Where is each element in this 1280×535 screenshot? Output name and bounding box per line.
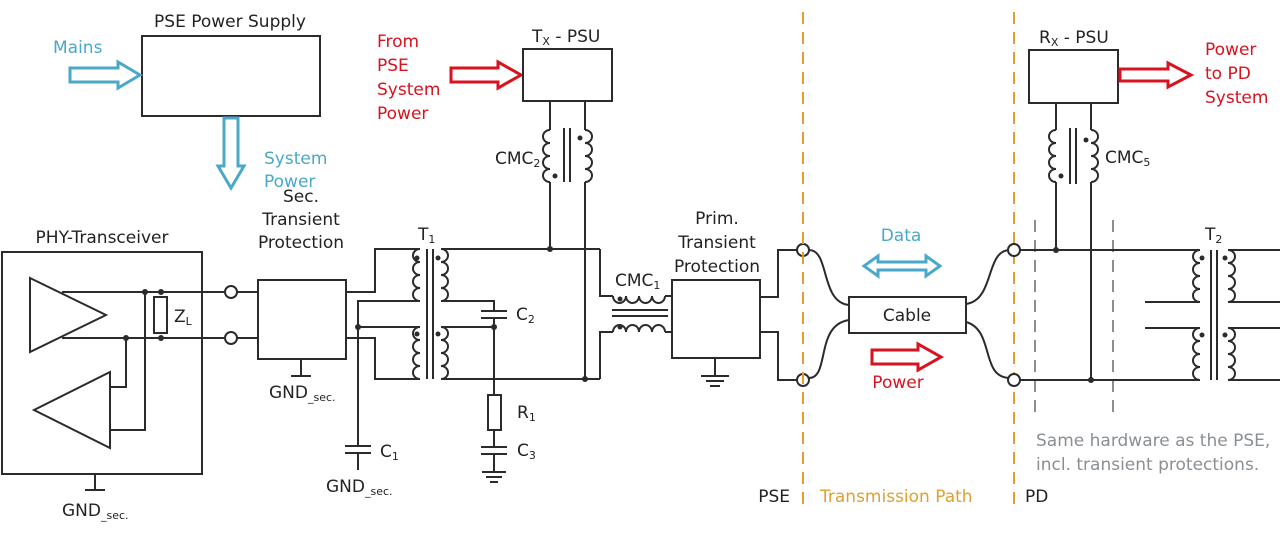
sec-transient-label-1: Sec. xyxy=(283,187,319,207)
section-pd-label: PD xyxy=(1025,487,1048,507)
r1-resistor: R1 xyxy=(487,394,536,431)
cable-box xyxy=(848,296,967,334)
cable-label: Cable xyxy=(883,306,931,326)
prim-transient-label-3: Protection xyxy=(674,257,760,277)
r1-label: R1 xyxy=(517,403,536,424)
pse-power-supply-block: PSE Power Supply xyxy=(141,12,321,117)
system-power-label-1: System xyxy=(264,149,327,169)
power-to-pd-arrow-icon xyxy=(1118,60,1195,90)
c1-capacitor: C1 GND_sec. xyxy=(326,442,399,498)
rx-psu-label: RX - PSU xyxy=(1039,28,1109,49)
cmc5-label: CMC5 xyxy=(1105,148,1150,169)
phy-ground-icon xyxy=(85,474,105,491)
phy-transceiver-box xyxy=(1,251,203,475)
sec-gnd-label: GND_sec. xyxy=(269,383,336,404)
from-pse-arrow-icon xyxy=(449,59,525,91)
data-arrow-group: Data xyxy=(861,226,943,279)
phy-terminal-bottom xyxy=(224,331,238,345)
t1-transformer: T1 xyxy=(346,225,600,446)
pd-terminal-top xyxy=(1007,243,1021,257)
from-pse-label-4: Power xyxy=(377,104,428,124)
tx-psu-box xyxy=(522,48,613,102)
sec-transient-protection-block: Sec. Transient Protection GND_sec. xyxy=(257,187,347,404)
rx-psu-box xyxy=(1028,49,1119,104)
power-to-pd-label-1: Power xyxy=(1205,40,1256,60)
section-pse-label: PSE xyxy=(758,487,790,507)
c1-gnd-label: GND_sec. xyxy=(326,477,393,498)
prim-transient-label-2: Transient xyxy=(677,233,756,253)
c3-ground-icon xyxy=(482,471,506,483)
cmc2-choke: CMC2 xyxy=(495,101,593,378)
pse-power-supply-label: PSE Power Supply xyxy=(154,12,306,32)
from-pse-label-1: From xyxy=(377,32,419,52)
c2-label: C2 xyxy=(516,305,535,326)
from-pse-label-3: System xyxy=(377,80,440,100)
mains-arrow-group: Mains xyxy=(53,38,143,91)
c1-label: C1 xyxy=(380,442,399,463)
rx-psu-block: RX - PSU xyxy=(1028,28,1119,104)
rx-receiver-icon xyxy=(31,370,111,450)
power-arrow-group: Power xyxy=(870,341,945,393)
c3-capacitor: C3 xyxy=(481,430,536,483)
phy-transceiver-label: PHY-Transceiver xyxy=(36,228,169,248)
tx-psu-label: TX - PSU xyxy=(531,27,600,48)
t2-label: T2 xyxy=(1204,225,1222,246)
sec-transient-label-3: Protection xyxy=(258,233,344,253)
prim-transient-protection-block: Prim. Transient Protection xyxy=(671,209,797,387)
c3-label: C3 xyxy=(517,441,536,462)
power-arrow-icon xyxy=(870,341,945,373)
phy-transceiver-block: PHY-Transceiver ZL GND_sec. xyxy=(1,228,230,522)
tx-driver-icon xyxy=(29,276,109,354)
prim-transient-label-1: Prim. xyxy=(695,209,739,229)
system-power-label-2: Power xyxy=(264,172,315,192)
zl-resistor xyxy=(153,296,168,334)
prim-transient-box xyxy=(671,279,761,359)
from-pse-label-2: PSE xyxy=(377,56,409,76)
sec-ground-icon xyxy=(291,359,311,377)
power-to-pd-label-3: System xyxy=(1205,88,1268,108)
power-label: Power xyxy=(872,373,923,393)
prim-ground-icon xyxy=(701,358,729,387)
mains-label: Mains xyxy=(53,38,103,58)
cmc2-label: CMC2 xyxy=(495,149,540,170)
data-bidirectional-arrow-icon xyxy=(861,253,943,279)
c2-capacitor: C2 xyxy=(481,305,535,395)
sec-transient-box xyxy=(257,279,347,360)
tx-psu-block: TX - PSU xyxy=(522,27,613,102)
power-to-pd-arrow-group: Power to PD System xyxy=(1118,40,1268,108)
from-pse-arrow-group: From PSE System Power xyxy=(377,32,525,124)
pd-note-line-2: incl. transient protections. xyxy=(1036,455,1259,475)
t1-label: T1 xyxy=(417,225,435,246)
cmc5-choke: CMC5 xyxy=(1048,103,1150,383)
system-power-arrow-group: System Power xyxy=(215,116,327,192)
cmc1-choke: CMC1 xyxy=(599,249,672,379)
phy-terminal-top xyxy=(224,285,238,299)
t2-transformer: T2 xyxy=(1020,225,1280,381)
pse-power-supply-box xyxy=(141,35,321,117)
cable-block: Cable xyxy=(808,249,1011,379)
system-power-arrow-icon xyxy=(215,116,247,191)
data-label: Data xyxy=(881,226,922,246)
power-to-pd-label-2: to PD xyxy=(1205,64,1251,84)
zl-label: ZL xyxy=(174,307,193,328)
phy-gnd-label: GND_sec. xyxy=(62,501,129,522)
sec-transient-label-2: Transient xyxy=(261,210,340,230)
pd-note-line-1: Same hardware as the PSE, xyxy=(1036,431,1270,451)
cmc1-label: CMC1 xyxy=(615,271,660,292)
pd-terminal-bottom xyxy=(1007,373,1021,387)
mains-arrow-icon xyxy=(68,59,143,91)
section-transmission-path-label: Transmission Path xyxy=(819,487,973,507)
